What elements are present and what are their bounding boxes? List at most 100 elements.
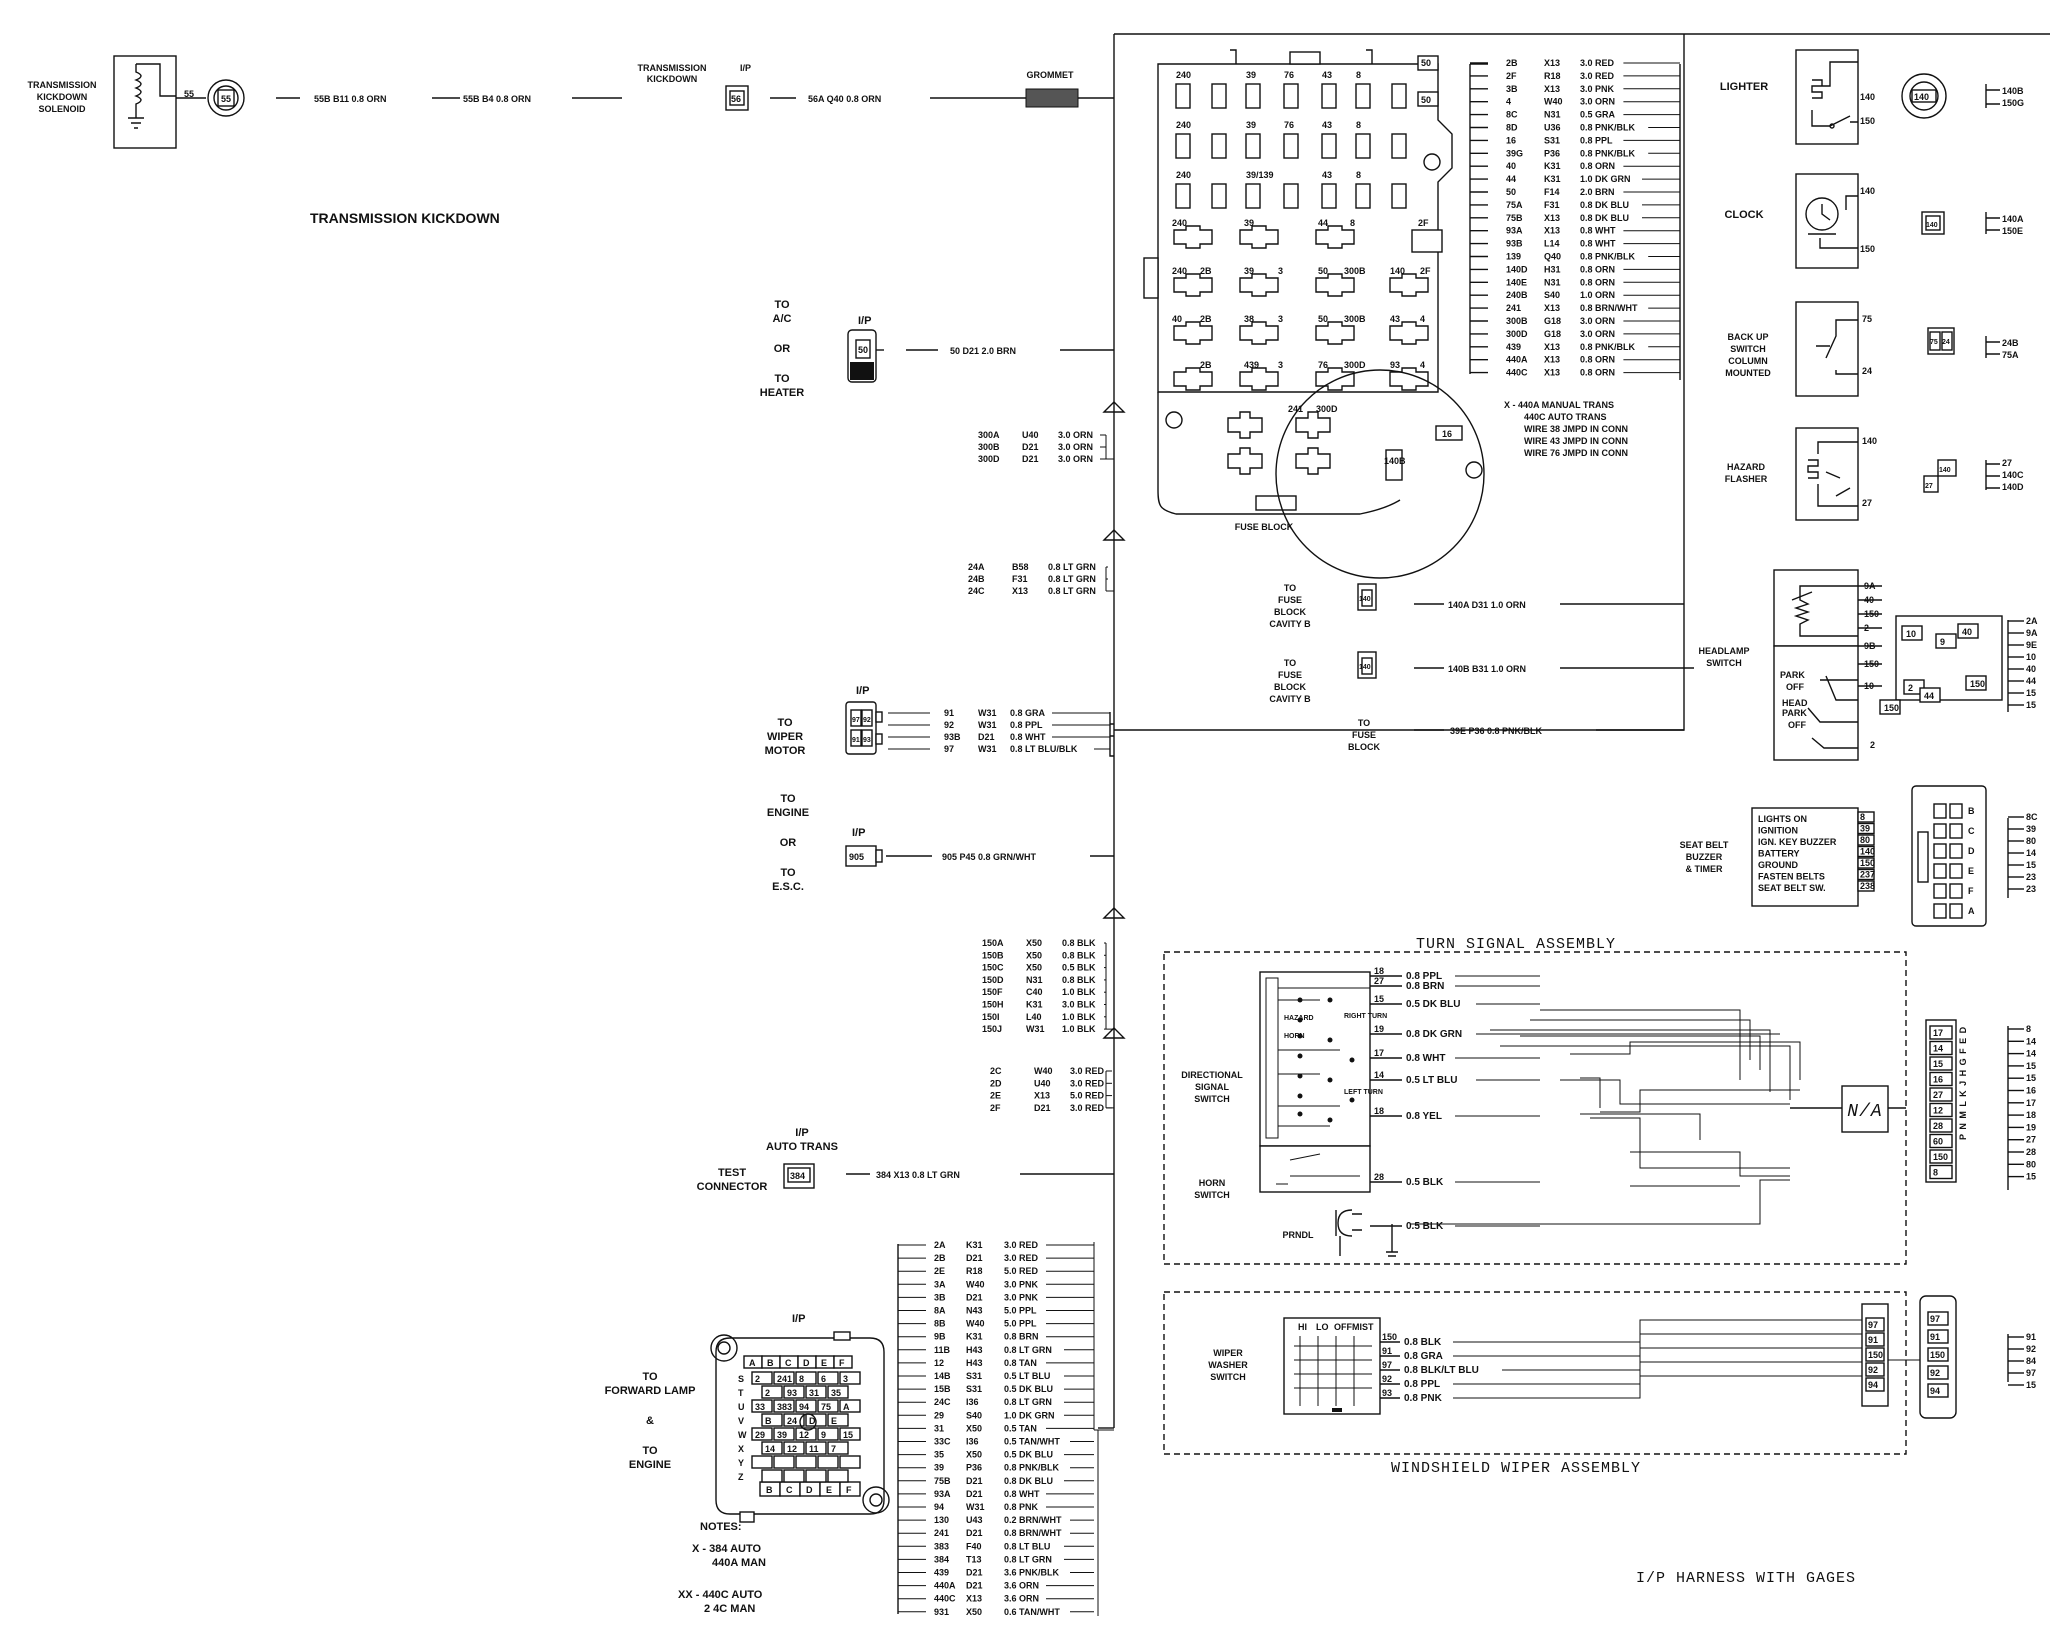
windshield-wiper-assembly: WINDSHIELD WIPER ASSEMBLY WIPER WASHER S… [1163, 1291, 2036, 1477]
headlamp-conn-cell: 40 [1962, 627, 1972, 637]
seatbelt-conn-letter: C [1968, 826, 1975, 836]
harness-trunk [1098, 33, 2050, 1429]
solenoid-coil-icon [128, 64, 144, 129]
test-label-ip: I/P [795, 1127, 808, 1139]
wire-55b-b11: 55B B11 0.8 ORN [314, 94, 387, 104]
wiper-conn-pin: 150 [1868, 1350, 1883, 1360]
fl-label-amp: & [646, 1415, 654, 1427]
fuse-label-rr4-6: 93 [1390, 360, 1400, 370]
bw-gauge: 3.0 PNK [1004, 1292, 1039, 1302]
fuse-slot [1283, 183, 1299, 209]
backup-conn-75: 75 [1930, 339, 1938, 346]
wire-gauge: 3.0 ORN [1058, 430, 1093, 440]
fuse-wire-gauge: 0.8 BRN/WHT [1580, 303, 1638, 313]
bw-code: D21 [966, 1581, 983, 1591]
fuse-wire-gauge: 1.0 DK GRN [1580, 174, 1631, 184]
bw-circuit: 35 [934, 1450, 944, 1460]
fuse-wire-gauge: 0.8 PNK/BLK [1580, 123, 1636, 133]
fuse-wire-code: G18 [1544, 329, 1561, 339]
bw-gauge: 0.8 LT GRN [1004, 1345, 1052, 1355]
ac-label-or: OR [774, 343, 791, 355]
ts-out-label: 16 [2026, 1086, 2036, 1096]
wire-code: X13 [1034, 1091, 1050, 1101]
na-box [1841, 1085, 1889, 1133]
headlamp-mode-off: OFF [1786, 682, 1804, 692]
bw-circuit: 383 [934, 1541, 949, 1551]
seatbelt-box-line: SEAT BELT SW. [1758, 883, 1826, 893]
wire-code: X50 [1026, 963, 1042, 973]
cavity1-label-3: BLOCK [1274, 607, 1306, 617]
ts-out-label: 80 [2026, 1159, 2036, 1169]
fl-grid-top: E [821, 1358, 827, 1368]
headlamp-out-label: 9E [2026, 640, 2037, 650]
bw-circuit: 2A [934, 1240, 946, 1250]
seatbelt-box-line: IGN. KEY BUZZER [1758, 837, 1837, 847]
bw-code: W31 [966, 1502, 985, 1512]
wm-wire-gauge: 0.8 PPL [1010, 720, 1043, 730]
bw-code: W40 [966, 1319, 985, 1329]
fuse-cavity-connectors: TO FUSE BLOCK CAVITY B 140 140A D31 1.0 … [1269, 583, 1694, 752]
fl-side-letter: V [738, 1416, 744, 1426]
wire-gauge: 3.0 ORN [1058, 454, 1093, 464]
fl-grid-cell: 7 [831, 1444, 836, 1454]
ts-out-label: 14 [2026, 1036, 2036, 1046]
ac-connector-pin: 50 [858, 345, 868, 355]
bw-code: N43 [966, 1306, 983, 1316]
tk-label-1: TRANSMISSION [637, 63, 706, 73]
fuse-label-rr3-1: 2B [1200, 314, 1212, 324]
wiper-pin: 91 [1382, 1346, 1392, 1356]
wiper-wire-label: 0.8 GRA [1404, 1351, 1443, 1362]
fl-grid-cell: 8 [799, 1374, 804, 1384]
wm-pin-97: 97 [852, 717, 860, 724]
fl-grid-cell: 3 [843, 1374, 848, 1384]
cavity2-label-3: BLOCK [1274, 682, 1306, 692]
bw-code: S31 [966, 1384, 982, 1394]
fl-grid-cell: 94 [799, 1402, 809, 1412]
ts-wire-pin: 18 [1374, 1106, 1384, 1116]
wire-140b: 140B B31 1.0 ORN [1448, 664, 1526, 674]
wire-code: B58 [1012, 562, 1029, 572]
bw-circuit: 439 [934, 1568, 949, 1578]
bw-code: F40 [966, 1541, 982, 1551]
fuse-note-line: 440C AUTO TRANS [1524, 412, 1607, 422]
fuse-label-r2-2: 76 [1284, 120, 1294, 130]
bw-circuit: 440C [934, 1594, 956, 1604]
seatbelt-label-1: SEAT BELT [1680, 840, 1729, 850]
cavity3-label-3: BLOCK [1348, 742, 1380, 752]
bw-gauge: 0.8 LT BLU [1004, 1541, 1050, 1551]
fuse-note-line: WIRE 43 JMPD IN CONN [1524, 436, 1628, 446]
horn-label-2: SWITCH [1194, 1190, 1230, 1200]
transmission-kickdown-section: TRANSMISSION KICKDOWN SOLENOID 55 55 55B… [27, 55, 1114, 226]
ts-conn-pin: 27 [1933, 1090, 1943, 1100]
backup-conn-24: 24 [1942, 339, 1950, 346]
fuse-lower-300d: 300D [1316, 404, 1338, 414]
fuse-wire-code: N31 [1544, 277, 1561, 287]
wiper-switch-box [1283, 1317, 1381, 1415]
fl-grid-cell: 33 [755, 1402, 765, 1412]
seatbelt-conn-letter: E [1968, 866, 1974, 876]
fuse-wire-gauge: 3.0 ORN [1580, 97, 1615, 107]
bw-code: T13 [966, 1554, 982, 1564]
hazard-conn-140: 140 [1939, 467, 1951, 474]
cavity1-connector-pin: 140 [1359, 596, 1371, 603]
wire-gauge: 3.0 BLK [1062, 1000, 1096, 1010]
na-label: N/A [1847, 1102, 1882, 1122]
ts-out-label: 27 [2026, 1135, 2036, 1145]
wiper-pin: 150 [1382, 1332, 1397, 1342]
wm-wire-gauge: 0.8 GRA [1010, 708, 1046, 718]
fuse-slot [1355, 183, 1371, 209]
clock-out-150e: 150E [2002, 226, 2023, 236]
cavity3-label-2: FUSE [1352, 730, 1376, 740]
fl-grid-cell: A [843, 1402, 850, 1412]
fuse-slot [1245, 83, 1261, 109]
wire-circuit: 300B [978, 442, 1000, 452]
wire-circuit: 150H [982, 1000, 1004, 1010]
fuse-wire-gauge: 3.0 ORN [1580, 329, 1615, 339]
fuse-wire-gauge: 1.0 ORN [1580, 290, 1615, 300]
seatbelt-pin: 238 [1860, 881, 1875, 891]
